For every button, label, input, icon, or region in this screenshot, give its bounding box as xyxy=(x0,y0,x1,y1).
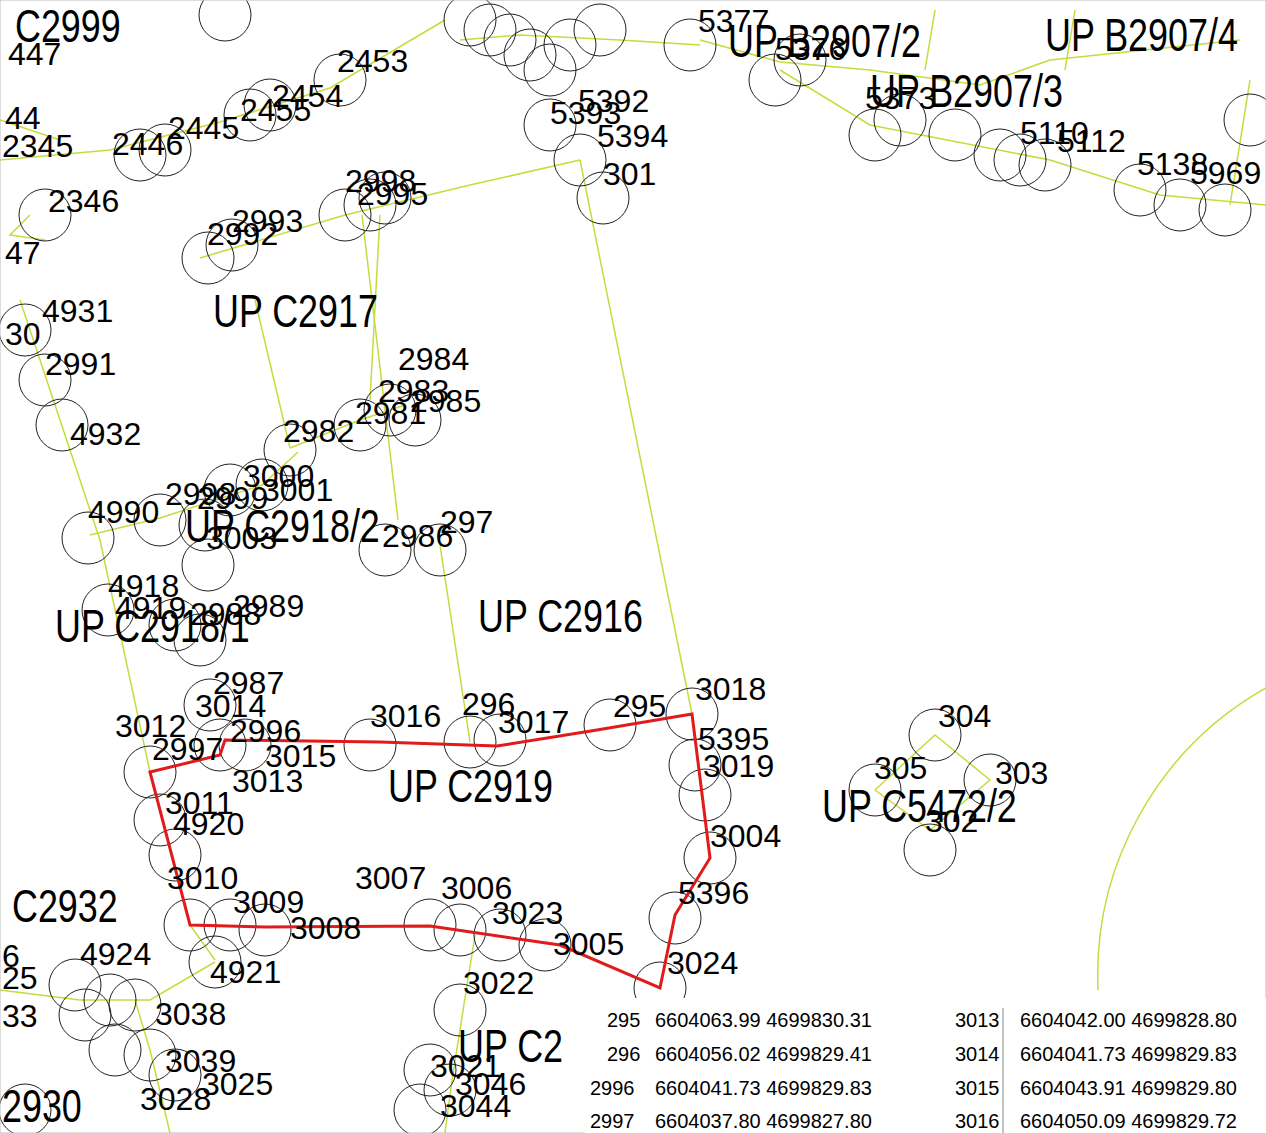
point-number: 3022 xyxy=(463,967,534,999)
point-number: 3016 xyxy=(370,700,441,732)
point-number: 2992 xyxy=(207,218,278,250)
table-cell: 3015 xyxy=(955,1078,1000,1098)
point-number: 2345 xyxy=(2,130,73,162)
point-number: 3005 xyxy=(553,928,624,960)
table-cell: 3013 xyxy=(955,1010,1000,1030)
point-number: 3044 xyxy=(440,1090,511,1122)
point-number: 2346 xyxy=(48,185,119,217)
point-number: 3023 xyxy=(492,897,563,929)
table-cell: 6604041.73 4699829.83 xyxy=(1020,1044,1237,1064)
parcel-label: UP C2916 xyxy=(478,593,643,639)
parcel-label: UP C2917 xyxy=(213,288,378,334)
point-number: 4924 xyxy=(80,938,151,970)
table-cell: 3014 xyxy=(955,1044,1000,1064)
table-cell: 2996 xyxy=(590,1078,635,1098)
point-number: 295 xyxy=(613,690,666,722)
point-number: 4920 xyxy=(173,808,244,840)
point-number: 3019 xyxy=(703,750,774,782)
point-number: 30 xyxy=(5,318,41,350)
point-number: 2453 xyxy=(337,45,408,77)
point-number: 5394 xyxy=(597,120,668,152)
parcel-label: UP C5472/2 xyxy=(822,783,1017,829)
point-number: 5373 xyxy=(865,82,936,114)
parcel-label: 2930 xyxy=(2,1083,82,1129)
point-number: 2455 xyxy=(240,94,311,126)
point-number: 3008 xyxy=(290,912,361,944)
point-number: 305 xyxy=(874,752,927,784)
table-cell: 6604043.91 4699829.80 xyxy=(1020,1078,1237,1098)
parcel-label: UP C2918/1 xyxy=(55,603,250,649)
table-cell: 6604056.02 4699829.41 xyxy=(655,1044,872,1064)
point-number: 33 xyxy=(2,1000,38,1032)
point-number: 2984 xyxy=(398,343,469,375)
point-number: 3018 xyxy=(695,673,766,705)
point-number: 2991 xyxy=(45,348,116,380)
table-cell: 6604041.73 4699829.83 xyxy=(655,1078,872,1098)
point-number: 3007 xyxy=(355,862,426,894)
point-number: 2995 xyxy=(357,178,428,210)
point-number: 2997 xyxy=(152,733,223,765)
table-cell: 296 xyxy=(607,1044,640,1064)
point-number: 25 xyxy=(2,962,38,994)
point-number: 302 xyxy=(925,805,978,837)
point-number: 47 xyxy=(5,237,41,269)
point-number: 447 xyxy=(8,38,61,70)
point-number: 304 xyxy=(938,700,991,732)
table-cell: 6604063.99 4699830.31 xyxy=(655,1010,872,1030)
point-number: 2981 xyxy=(355,397,426,429)
point-number: 3024 xyxy=(667,947,738,979)
point-number: 4931 xyxy=(42,295,113,327)
point-number: 3010 xyxy=(167,862,238,894)
point-number: 5396 xyxy=(678,877,749,909)
parcel-label: UP B2907/4 xyxy=(1045,12,1238,58)
point-number: 3003 xyxy=(206,522,277,554)
point-number: 5112 xyxy=(1057,125,1126,157)
point-number: 44 xyxy=(5,102,41,134)
point-number: 4932 xyxy=(70,418,141,450)
point-number: 4921 xyxy=(210,956,281,988)
point-number: 2446 xyxy=(112,128,183,160)
table-cell: 2997 xyxy=(590,1111,635,1131)
table-cell: 6604042.00 4699828.80 xyxy=(1020,1010,1237,1030)
table-cell: 6604037.80 4699827.80 xyxy=(655,1111,872,1131)
point-number: 3004 xyxy=(710,820,781,852)
point-number: 4990 xyxy=(88,496,159,528)
point-number: 5969 xyxy=(1190,157,1261,189)
table-cell: 295 xyxy=(607,1010,640,1030)
point-number: 3001 xyxy=(262,474,333,506)
parcel-label: UP B2907/2 xyxy=(728,18,921,64)
parcel-label: C2932 xyxy=(12,883,118,929)
table-cell: 3016 xyxy=(955,1111,1000,1131)
point-number: 3038 xyxy=(155,998,226,1030)
point-number: 301 xyxy=(603,158,656,190)
point-number: 3013 xyxy=(232,765,303,797)
parcel-label: UP C2919 xyxy=(388,763,553,809)
point-number: 297 xyxy=(440,506,493,538)
table-cell: 6604050.09 4699829.72 xyxy=(1020,1111,1237,1131)
point-number: 3025 xyxy=(202,1068,273,1100)
point-number: 3017 xyxy=(498,706,569,738)
point-number: 3028 xyxy=(140,1083,211,1115)
point-number: 2982 xyxy=(283,415,354,447)
point-number: 303 xyxy=(995,757,1048,789)
